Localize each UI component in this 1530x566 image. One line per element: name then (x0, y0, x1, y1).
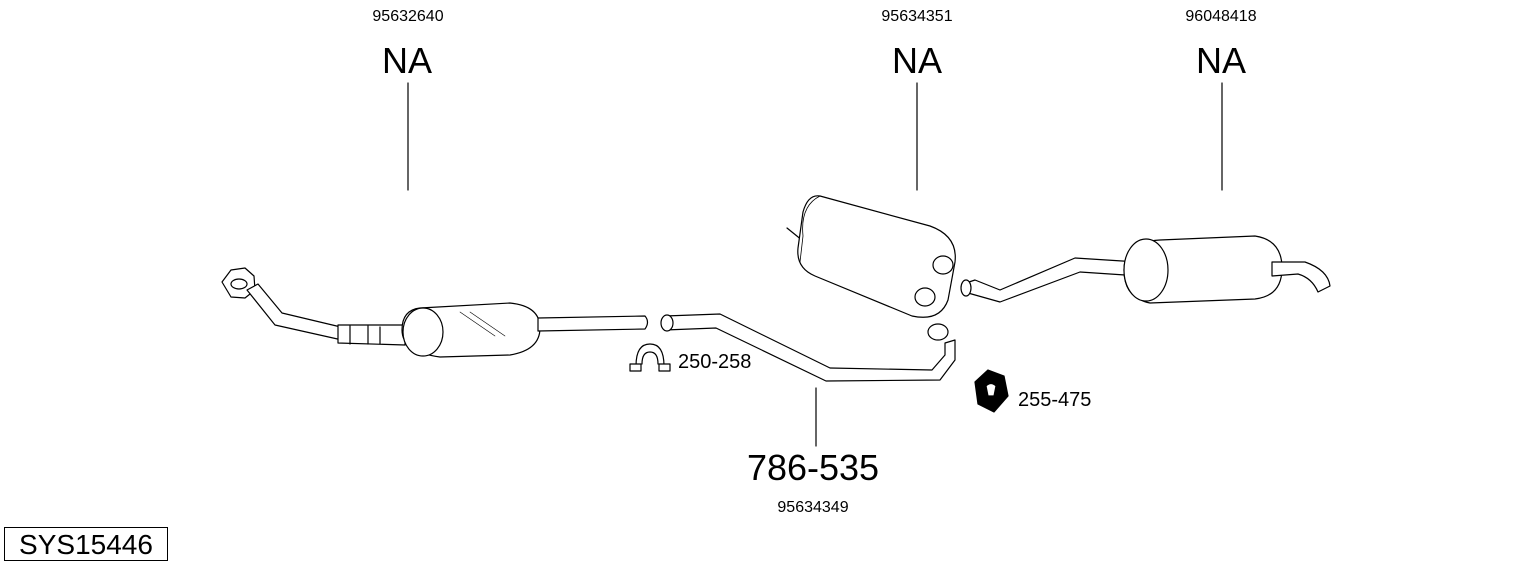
part-oem-number: 95634351 (881, 8, 953, 25)
part-oem-number: 96048418 (1185, 8, 1257, 25)
rear-silencer-front-end (1123, 238, 1169, 302)
rubber-mount-icon (974, 369, 1009, 413)
center-silencer-body (797, 195, 956, 318)
part-oem-number: 95632640 (372, 8, 444, 25)
center-silencer-outlet-2 (914, 287, 936, 307)
system-id-box: SYS15446 (4, 527, 168, 561)
front-flange-hole (230, 278, 248, 290)
clamp-code-label[interactable]: 250-258 (678, 351, 752, 373)
rear-tailpipe (1271, 261, 1331, 293)
part-code-label[interactable]: NA (891, 40, 943, 81)
intermediate-pipe-part[interactable] (660, 313, 956, 382)
part-code-label[interactable]: NA (1195, 40, 1247, 81)
rubber-mount-code-label[interactable]: 255-475 (1018, 389, 1092, 411)
front-downpipe (246, 283, 346, 341)
intermediate-pipe-inlet (660, 314, 674, 332)
part-code-label[interactable]: 786-535 (746, 447, 880, 488)
intermediate-pipe-outlet (927, 323, 949, 341)
rear-inlet-end (960, 279, 972, 297)
rear-inlet-pipe (962, 257, 1141, 303)
rear-silencer-part[interactable] (960, 235, 1331, 304)
part-oem-number: 95634349 (777, 499, 849, 516)
front-silencer-end (402, 307, 444, 357)
front-pipe-joint (337, 324, 406, 346)
clamp-icon (629, 343, 671, 372)
center-silencer-outlet-1 (932, 255, 954, 275)
part-code-label[interactable]: NA (381, 40, 433, 81)
front-pipe-part[interactable] (221, 267, 649, 358)
intermediate-pipe-body (664, 313, 956, 382)
front-outlet-pipe (537, 315, 649, 332)
center-silencer-part[interactable] (786, 195, 956, 318)
